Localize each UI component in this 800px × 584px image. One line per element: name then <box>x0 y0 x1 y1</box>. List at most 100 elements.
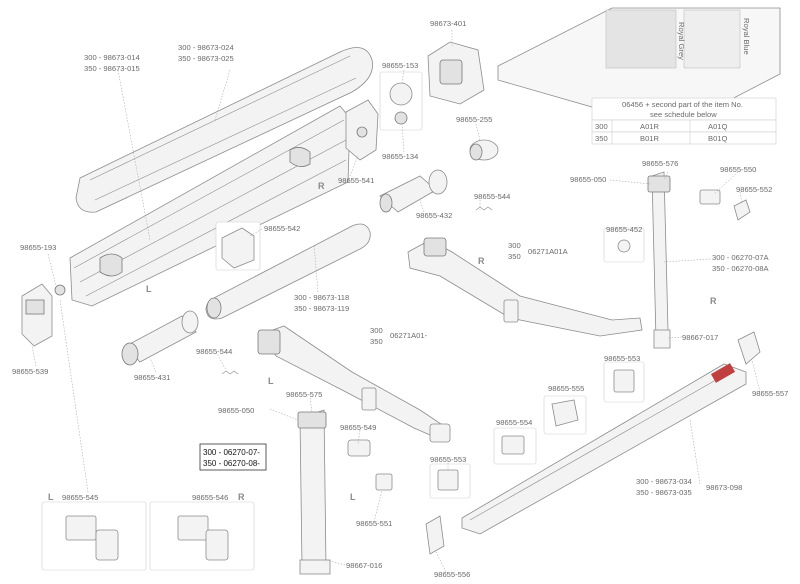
swatch-royal-blue-label: Royal Blue <box>742 18 751 55</box>
bracket-553-upper-part <box>603 361 645 403</box>
side-left-1: L <box>146 284 152 294</box>
label-98673-025: 350 - 98673-025 <box>178 54 234 63</box>
bracket-542-part <box>215 221 261 271</box>
label-98655-546: 98655-546 <box>192 493 228 502</box>
label-98655-193: 98655-193 <box>20 243 56 252</box>
bracket-549-part <box>347 439 371 457</box>
fabric-table-text: Royal Grey Royal Blue 06456 + second par… <box>595 18 751 143</box>
strut-left-part <box>297 409 331 575</box>
pin-552-part <box>733 199 751 221</box>
label-98655-576: 98655-576 <box>642 159 678 168</box>
label-98655-557: 98655-557 <box>752 389 788 398</box>
detail-545-box <box>41 501 147 571</box>
arm-upper-part <box>407 237 643 337</box>
table-row2-size: 350 <box>595 134 608 143</box>
side-right-3: R <box>710 296 717 306</box>
label-arm-lower-350: 350 <box>370 337 383 346</box>
label-98655-553-lower: 98655-553 <box>430 455 466 464</box>
fabric-colour-table <box>497 7 781 145</box>
cassette-profile-part <box>69 105 351 307</box>
detail-153-box <box>379 71 423 131</box>
detail-546-box <box>149 501 255 571</box>
label-98655-134: 98655-134 <box>382 152 418 161</box>
side-left-box: L <box>48 492 54 502</box>
label-arm-lower-300: 300 <box>370 326 383 335</box>
table-note-line2: see schedule below <box>650 110 717 119</box>
label-arm-upper-code: 06271A01A <box>528 247 569 256</box>
label-98655-255: 98655-255 <box>456 115 492 124</box>
label-06270-07a: 300 - 06270-07A <box>712 253 770 262</box>
label-98673-014: 300 - 98673-014 <box>84 53 140 62</box>
part-labels: 300 - 98673-014 350 - 98673-015 300 - 98… <box>12 19 788 579</box>
label-98655-575: 98655-575 <box>286 390 322 399</box>
bracket-554-part <box>493 427 537 465</box>
label-98655-545: 98655-545 <box>62 493 98 502</box>
label-98655-050-left: 98655-050 <box>218 406 254 415</box>
label-98673-015: 350 - 98673-015 <box>84 64 140 73</box>
label-98655-431: 98655-431 <box>134 373 170 382</box>
label-98655-452: 98655-452 <box>606 225 642 234</box>
table-row2-grey: B01R <box>640 134 660 143</box>
label-98655-542: 98655-542 <box>264 224 300 233</box>
label-98673-098: 98673-098 <box>706 483 742 492</box>
spring-544-top-part <box>475 206 493 211</box>
swatch-royal-grey-label: Royal Grey <box>677 22 686 60</box>
label-98655-551: 98655-551 <box>356 519 392 528</box>
spring-544-bottom-part <box>221 370 239 375</box>
bracket-556-part <box>425 515 445 555</box>
label-98655-556: 98655-556 <box>434 570 470 579</box>
label-98655-549: 98655-549 <box>340 423 376 432</box>
strut-right-part <box>647 171 671 349</box>
label-arm-lower-code: 06271A01- <box>390 331 428 340</box>
label-06270-08: 350 - 06270-08- <box>203 459 260 468</box>
plug-255-part <box>469 139 499 161</box>
label-06270-08a: 350 - 06270-08A <box>712 264 770 273</box>
label-98655-050-right: 98655-050 <box>570 175 606 184</box>
side-left-3: L <box>350 492 356 502</box>
bracket-550-part <box>699 189 721 205</box>
bracket-553-lower-part <box>429 463 471 499</box>
label-98673-118: 300 - 98673-118 <box>294 293 349 302</box>
label-arm-upper-300: 300 <box>508 241 521 250</box>
bracket-551-part <box>375 473 393 491</box>
front-profile-part <box>461 363 747 535</box>
table-row2-blue: B01Q <box>708 134 728 143</box>
bracket-555-part <box>543 395 587 435</box>
label-98673-024: 300 - 98673-024 <box>178 43 234 52</box>
label-98655-432: 98655-432 <box>416 211 452 220</box>
bracket-541-part <box>345 99 379 161</box>
end-cap-left-part <box>21 283 66 347</box>
bracket-557-part <box>737 331 761 365</box>
side-right-1: R <box>318 181 325 191</box>
label-98673-119: 350 - 98673-119 <box>294 304 349 313</box>
plug-431-part <box>121 310 199 366</box>
label-98655-153: 98655-153 <box>382 61 418 70</box>
label-98655-550: 98655-550 <box>720 165 756 174</box>
side-right-2: R <box>478 256 485 266</box>
knob-452-part <box>603 227 645 263</box>
label-98655-554: 98655-554 <box>496 418 532 427</box>
label-98673-034: 300 - 98673-034 <box>636 477 692 486</box>
table-note-line1: 06456 + second part of the item No. <box>622 100 743 109</box>
leader-lines <box>31 30 761 573</box>
label-98667-017: 98667-017 <box>682 333 718 342</box>
label-98655-555: 98655-555 <box>548 384 584 393</box>
spring-plug-432-part <box>379 169 448 213</box>
label-98655-544-bottom: 98655-544 <box>196 347 232 356</box>
label-98673-035: 350 - 98673-035 <box>636 488 692 497</box>
label-98673-401: 98673-401 <box>430 19 466 28</box>
label-98655-553-upper: 98655-553 <box>604 354 640 363</box>
label-98667-016: 98667-016 <box>346 561 382 570</box>
table-row1-blue: A01Q <box>708 122 728 131</box>
table-row1-grey: A01R <box>640 122 660 131</box>
label-06270-07: 300 - 06270-07- <box>203 448 260 457</box>
label-98655-552: 98655-552 <box>736 185 772 194</box>
label-98655-539: 98655-539 <box>12 367 48 376</box>
roller-tube-part <box>205 223 371 320</box>
label-arm-upper-350: 350 <box>508 252 521 261</box>
arm-lower-part <box>257 325 451 443</box>
side-right-box: R <box>238 492 245 502</box>
label-98655-541: 98655-541 <box>338 176 374 185</box>
